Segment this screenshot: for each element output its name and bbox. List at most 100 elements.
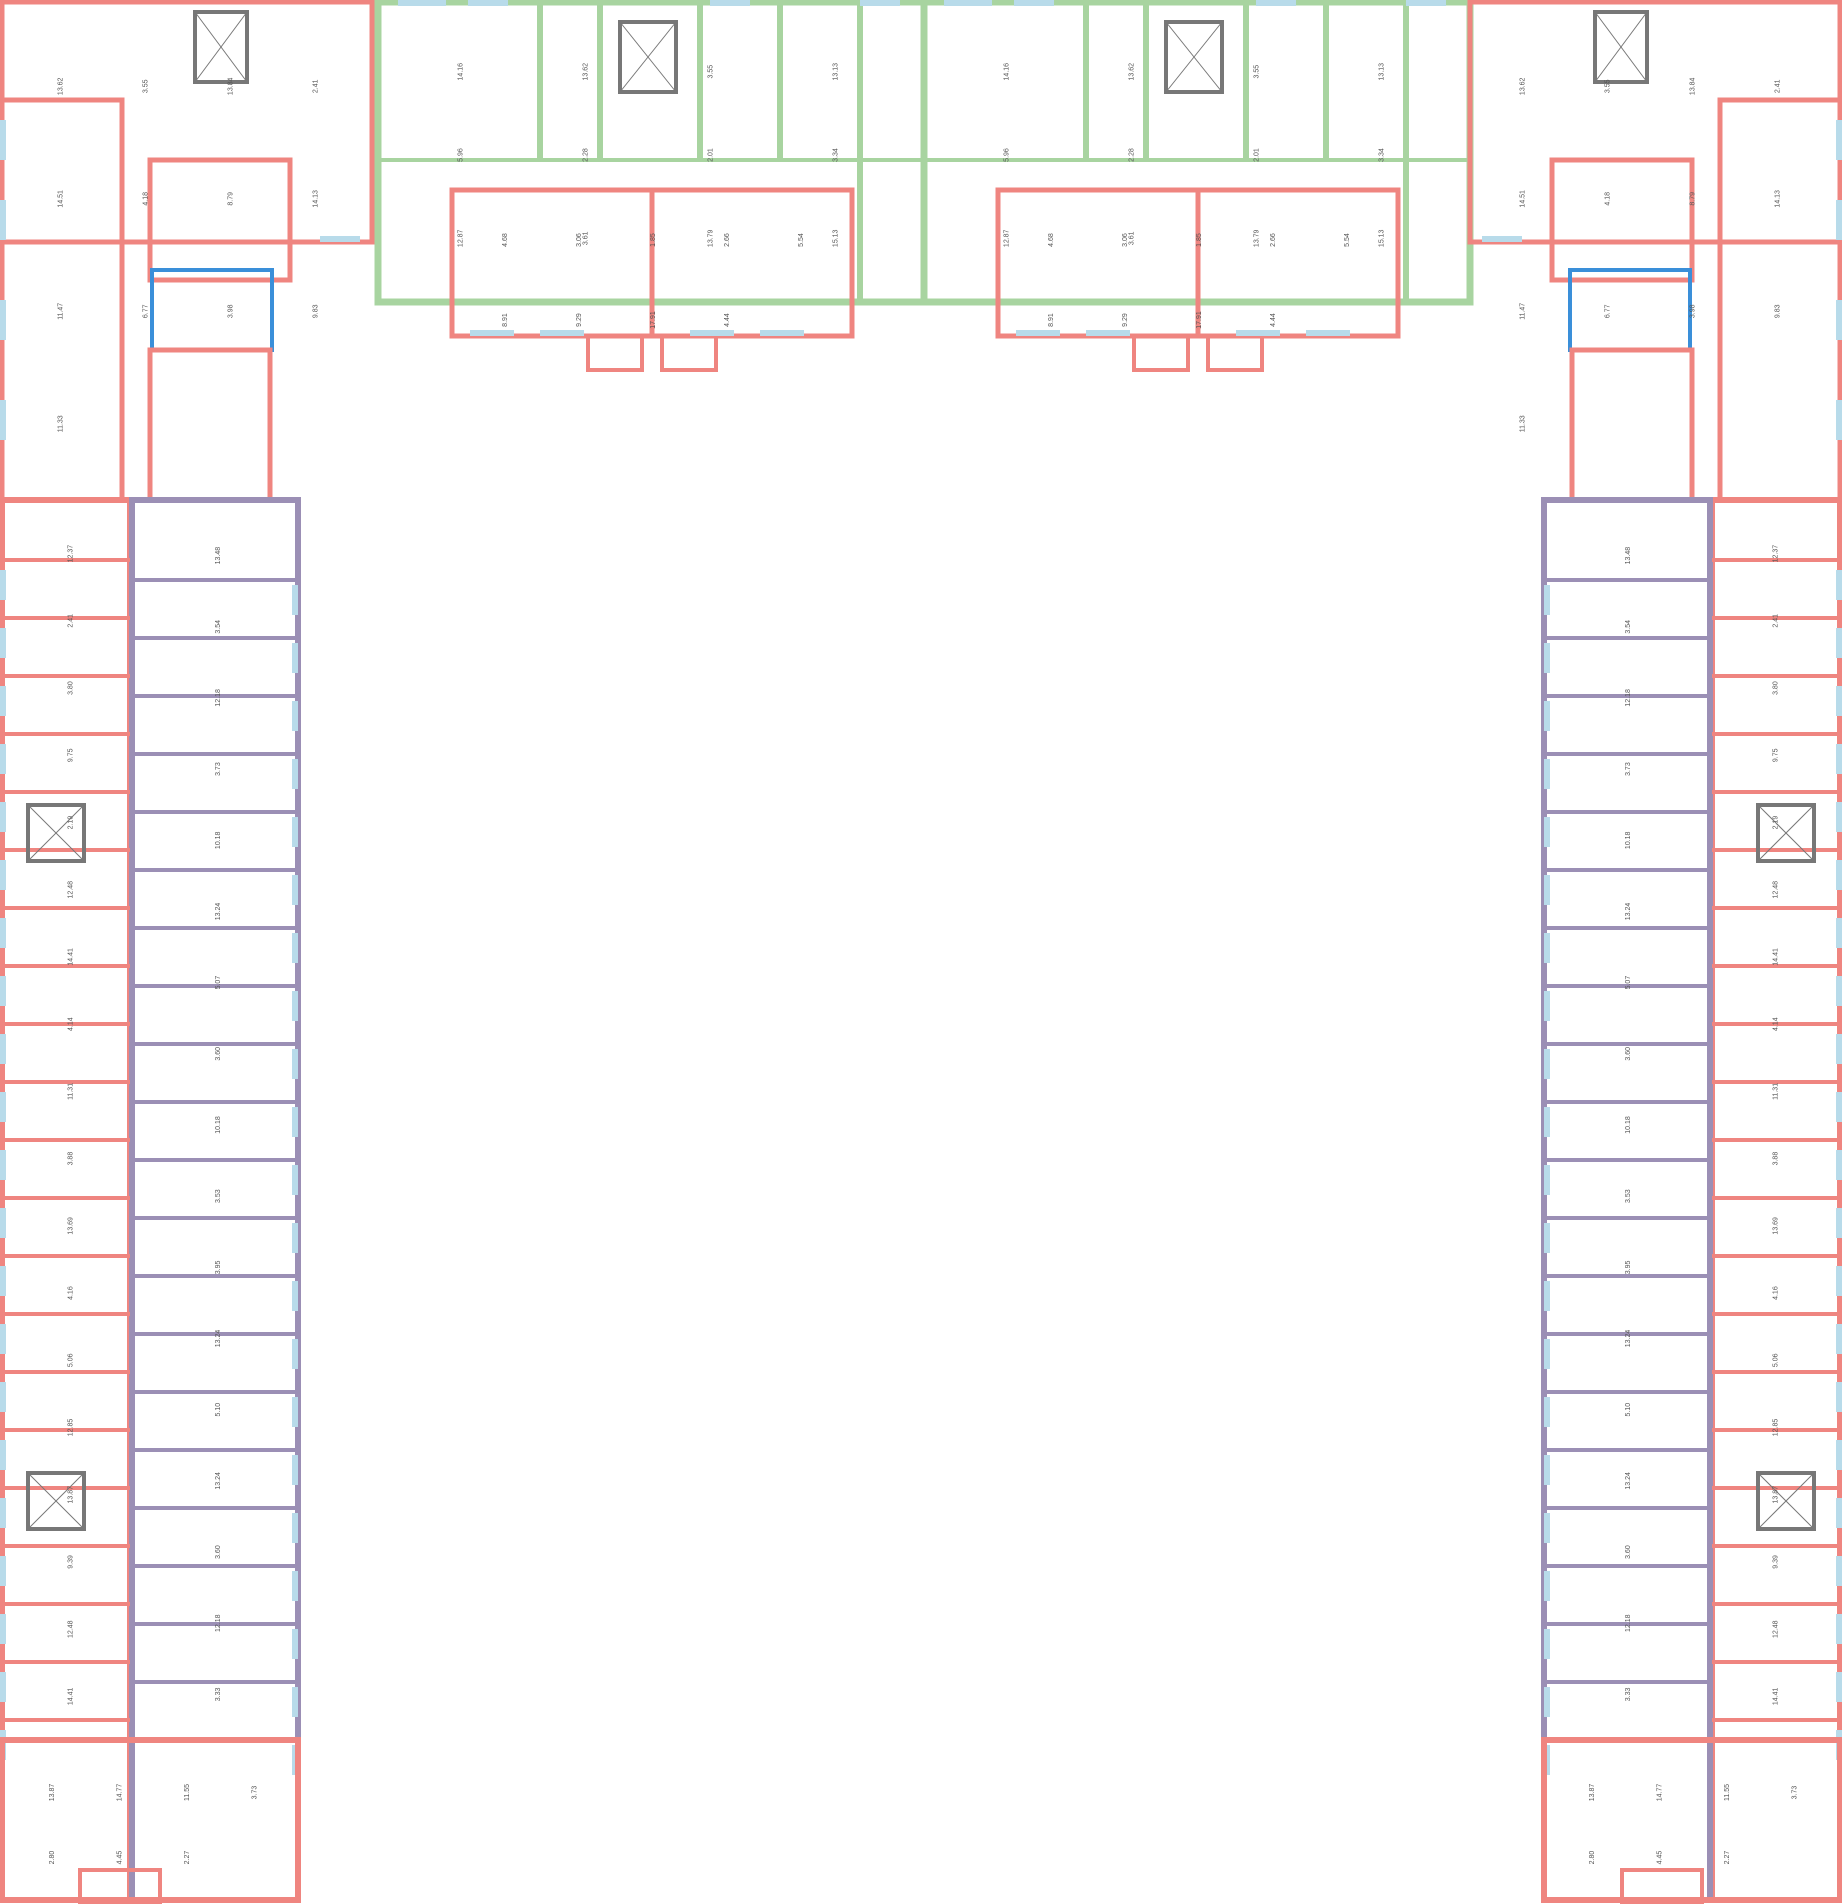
room-area-label: 13.62	[1129, 63, 1136, 81]
room-area-label: 14.41	[1773, 1688, 1780, 1706]
room-area-label: 2.66	[1270, 233, 1277, 247]
room-area-label: 5.96	[1004, 148, 1011, 162]
window	[0, 744, 6, 774]
window	[292, 1513, 298, 1543]
room-area-label: 13.13	[1379, 63, 1386, 81]
window	[292, 1455, 298, 1485]
room-area-label: 3.53	[215, 1189, 222, 1203]
room-area-label: 3.06	[1122, 233, 1129, 247]
window	[1836, 918, 1842, 948]
window	[1836, 1672, 1842, 1702]
room-area-label: 13.84	[228, 77, 235, 95]
window	[1544, 1165, 1550, 1195]
room-area-label: 14.77	[116, 1784, 123, 1802]
left-wing	[0, 497, 301, 1904]
window	[1836, 1498, 1842, 1528]
room-area-label: 13.87	[1589, 1784, 1596, 1802]
room-area-label: 10.18	[1625, 1116, 1632, 1134]
window	[0, 1614, 6, 1644]
window	[1544, 1281, 1550, 1311]
room-area-label: 14.77	[1656, 1784, 1663, 1802]
window	[292, 991, 298, 1021]
room-area-label: 4.16	[68, 1286, 75, 1300]
window	[292, 875, 298, 905]
room-area-label: 12.85	[68, 1419, 75, 1437]
room-area-label: 3.95	[1625, 1260, 1632, 1274]
room-area-label: 3.88	[1773, 1152, 1780, 1166]
room-area-label: 3.60	[215, 1545, 222, 1559]
window	[292, 933, 298, 963]
room-area-label: 9.39	[68, 1555, 75, 1569]
room-area-label: 3.55	[708, 65, 715, 79]
window	[1836, 1266, 1842, 1296]
window	[0, 1672, 6, 1702]
room-area-label: 10.18	[215, 1116, 222, 1134]
room-area-label: 5.06	[1773, 1353, 1780, 1367]
window	[0, 802, 6, 832]
room-area-label: 13.48	[215, 547, 222, 565]
room-area-label: 5.07	[215, 976, 222, 990]
room-area-label: 5.96	[458, 148, 465, 162]
window	[292, 1571, 298, 1601]
room-area-label: 5.54	[1344, 233, 1351, 247]
room-area-label: 12.48	[1773, 1620, 1780, 1638]
stair-core-icon	[1164, 20, 1224, 94]
window	[1544, 1223, 1550, 1253]
room-area-label: 11.31	[68, 1083, 75, 1100]
room-area-label: 12.85	[1773, 1419, 1780, 1437]
room-area-label: 3.55	[1254, 65, 1261, 79]
room-area-label: 13.87	[49, 1784, 56, 1802]
room-area-label: 4.16	[1773, 1286, 1780, 1300]
room-area-label: 10.18	[215, 831, 222, 849]
stair-core-icon	[26, 1471, 86, 1531]
room-area-label: 5.07	[1625, 976, 1632, 990]
room-area-label: 8.79	[1690, 192, 1697, 206]
window	[1836, 802, 1842, 832]
stair-core-icon	[1756, 803, 1816, 863]
window	[0, 570, 6, 600]
room-area-label: 2.27	[1724, 1851, 1731, 1865]
room-area-label: 3.34	[1379, 148, 1386, 162]
stair-core-icon	[1756, 1471, 1816, 1531]
room-area-label: 13.69	[68, 1217, 75, 1235]
window	[1836, 1034, 1842, 1064]
room-area-label: 3.80	[1773, 681, 1780, 695]
room-area-label: 3.95	[215, 1260, 222, 1274]
room-area-label: 3.54	[215, 620, 222, 634]
window	[0, 976, 6, 1006]
room-area-label: 3.33	[215, 1687, 222, 1701]
room-area-label: 4.45	[116, 1851, 123, 1865]
window	[1836, 1092, 1842, 1122]
window	[0, 1498, 6, 1528]
room-area-label: 3.73	[215, 762, 222, 776]
room-area-label: 13.24	[1625, 1472, 1632, 1490]
room-area-label: 9.83	[1775, 304, 1782, 318]
room-area-label: 3.60	[1625, 1545, 1632, 1559]
window	[1544, 817, 1550, 847]
window	[292, 1223, 298, 1253]
room-area-label: 11.33	[1520, 415, 1527, 432]
window	[1836, 1614, 1842, 1644]
room-area-label: 13.87	[1773, 1486, 1780, 1504]
room-area-label: 3.34	[833, 148, 840, 162]
room-area-label: 3.33	[1625, 1687, 1632, 1701]
room-area-label: 11.55	[1724, 1784, 1731, 1801]
window	[0, 1092, 6, 1122]
window	[1836, 1382, 1842, 1412]
room-area-label: 3.80	[68, 681, 75, 695]
window	[1544, 759, 1550, 789]
window	[292, 1339, 298, 1369]
window	[292, 643, 298, 673]
room-area-label: 13.48	[1625, 547, 1632, 565]
window	[1544, 1513, 1550, 1543]
window	[292, 1107, 298, 1137]
room-area-label: 15.13	[833, 229, 840, 247]
room-area-label: 4.45	[1656, 1851, 1663, 1865]
room-area-label: 1.85	[1196, 233, 1203, 247]
window	[292, 585, 298, 615]
window	[1544, 1455, 1550, 1485]
room-area-label: 8.79	[228, 192, 235, 206]
room-area-label: 4.14	[1773, 1017, 1780, 1031]
room-area-label: 3.98	[228, 304, 235, 318]
